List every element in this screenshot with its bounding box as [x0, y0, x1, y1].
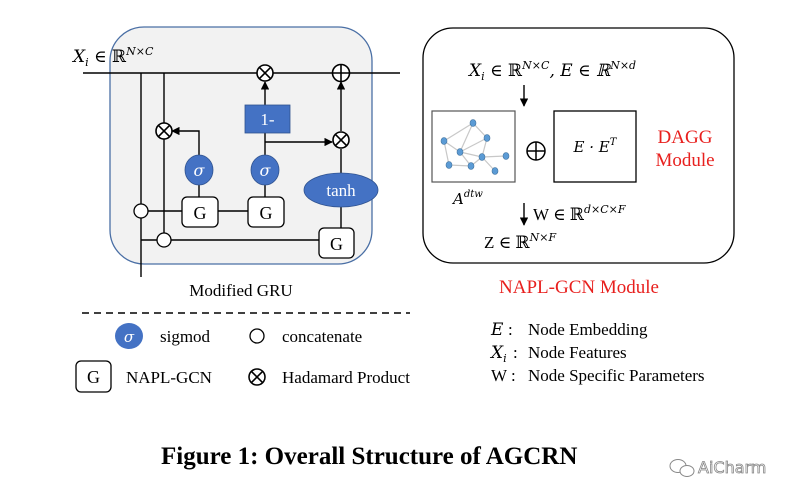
svg-text:W: W — [491, 366, 508, 385]
graph-edge — [448, 164, 472, 167]
svg-text::: : — [508, 320, 513, 339]
wechat-icon — [669, 459, 695, 477]
gru-background — [109, 26, 373, 265]
gru-title: Modified GRU — [189, 281, 292, 300]
napl-gcn-box-candidate: G — [318, 227, 355, 259]
svg-text:Node Embedding: Node Embedding — [528, 320, 648, 339]
graph-node — [440, 137, 448, 145]
hadamard-icon — [248, 368, 266, 386]
hadamard-icon — [155, 122, 173, 140]
modified-gru-block: 1- σ σ tanh G G G — [71, 26, 400, 300]
napl-input-label: Xi ∈ ℝN×C, E ∈ ℝN×d — [467, 59, 636, 83]
z-label: Z ∈ ℝN×F — [484, 231, 556, 252]
one-minus-box — [244, 104, 291, 134]
svg-text:AiCharm: AiCharm — [698, 458, 766, 477]
graph-node — [456, 148, 464, 156]
sigmoid-gate-update: σ — [250, 154, 280, 186]
notation-list: E : Node Embedding Xi : Node Features W … — [489, 320, 705, 385]
w-label: W ∈ ℝd×C×F — [533, 203, 626, 224]
legend-item-concatenate: concatenate — [249, 327, 362, 346]
svg-text::: : — [511, 366, 516, 385]
napl-gcn-title: NAPL-GCN Module — [499, 277, 659, 298]
dagg-label-line1: DAGG — [658, 127, 713, 148]
legend-item-napl-gcn: G NAPL-GCN — [75, 360, 212, 393]
napl-gcn-box-update: G — [247, 196, 285, 228]
one-minus-label: 1- — [260, 110, 275, 129]
svg-text:σ: σ — [124, 328, 135, 346]
svg-text:E: E — [490, 320, 504, 340]
tanh-gate: tanh — [303, 172, 379, 208]
g-box-icon — [75, 360, 112, 393]
eet-label: E · ET — [573, 137, 618, 156]
graph-node — [491, 167, 499, 175]
svg-text:concatenate: concatenate — [282, 327, 362, 346]
watermark: AiCharm — [669, 458, 767, 477]
svg-text:G: G — [87, 367, 100, 387]
napl-gcn-block: Xi ∈ ℝN×C, E ∈ ℝN×d Adtw E · ET DAGG Mod… — [422, 27, 735, 298]
hadamard-icon — [332, 131, 350, 149]
napl-gcn-box-reset: G — [181, 196, 219, 228]
graph-node — [469, 119, 477, 127]
graph-edge — [459, 122, 474, 153]
notation-item: E : Node Embedding — [490, 320, 648, 340]
graph-node — [445, 161, 453, 169]
graph-node — [478, 153, 486, 161]
legend: σ sigmod concatenate G NAPL-GCN Hadamard… — [75, 323, 410, 393]
figure-caption: Figure 1: Overall Structure of AGCRN — [161, 443, 577, 470]
eet-box — [553, 110, 637, 183]
adjacency-graph — [431, 110, 516, 183]
graph-edge — [459, 137, 488, 153]
sigma-label: σ — [260, 161, 272, 180]
notation-item: W : Node Specific Parameters — [491, 366, 705, 385]
sigmoid-gate-reset: σ — [184, 154, 214, 186]
dagg-label-line2: Module — [655, 150, 714, 171]
add-icon — [526, 141, 546, 161]
gru-input-label: Xi ∈ ℝN×C — [71, 45, 154, 69]
graph-edge — [481, 155, 507, 158]
sigmoid-icon — [115, 323, 143, 349]
legend-item-hadamard: Hadamard Product — [248, 368, 410, 387]
legend-item-sigmoid: σ sigmod — [115, 323, 211, 349]
concat-icon — [156, 232, 172, 248]
graph-edge — [443, 122, 474, 142]
svg-text:sigmod: sigmod — [160, 327, 211, 346]
svg-text:Node Specific Parameters: Node Specific Parameters — [528, 366, 705, 385]
graph-edge — [443, 140, 450, 166]
sigma-label: σ — [194, 161, 206, 180]
svg-text:Node Features: Node Features — [528, 343, 627, 362]
svg-text:G: G — [330, 234, 343, 254]
svg-text:G: G — [194, 203, 207, 223]
tanh-label: tanh — [326, 181, 356, 200]
graph-node — [502, 152, 510, 160]
graph-node — [467, 162, 475, 170]
svg-text:NAPL-GCN: NAPL-GCN — [126, 368, 212, 387]
graph-edge — [459, 151, 483, 158]
svg-text::: : — [513, 343, 518, 362]
svg-text:G: G — [260, 203, 273, 223]
svg-text:Xi: Xi — [489, 343, 507, 365]
add-icon — [331, 63, 351, 83]
notation-item: Xi : Node Features — [489, 343, 627, 365]
hadamard-icon — [256, 64, 274, 82]
svg-text:Hadamard Product: Hadamard Product — [282, 368, 410, 387]
adtw-label: Adtw — [451, 189, 483, 208]
graph-node — [483, 134, 491, 142]
concat-icon — [249, 328, 265, 344]
concat-icon — [133, 203, 149, 219]
